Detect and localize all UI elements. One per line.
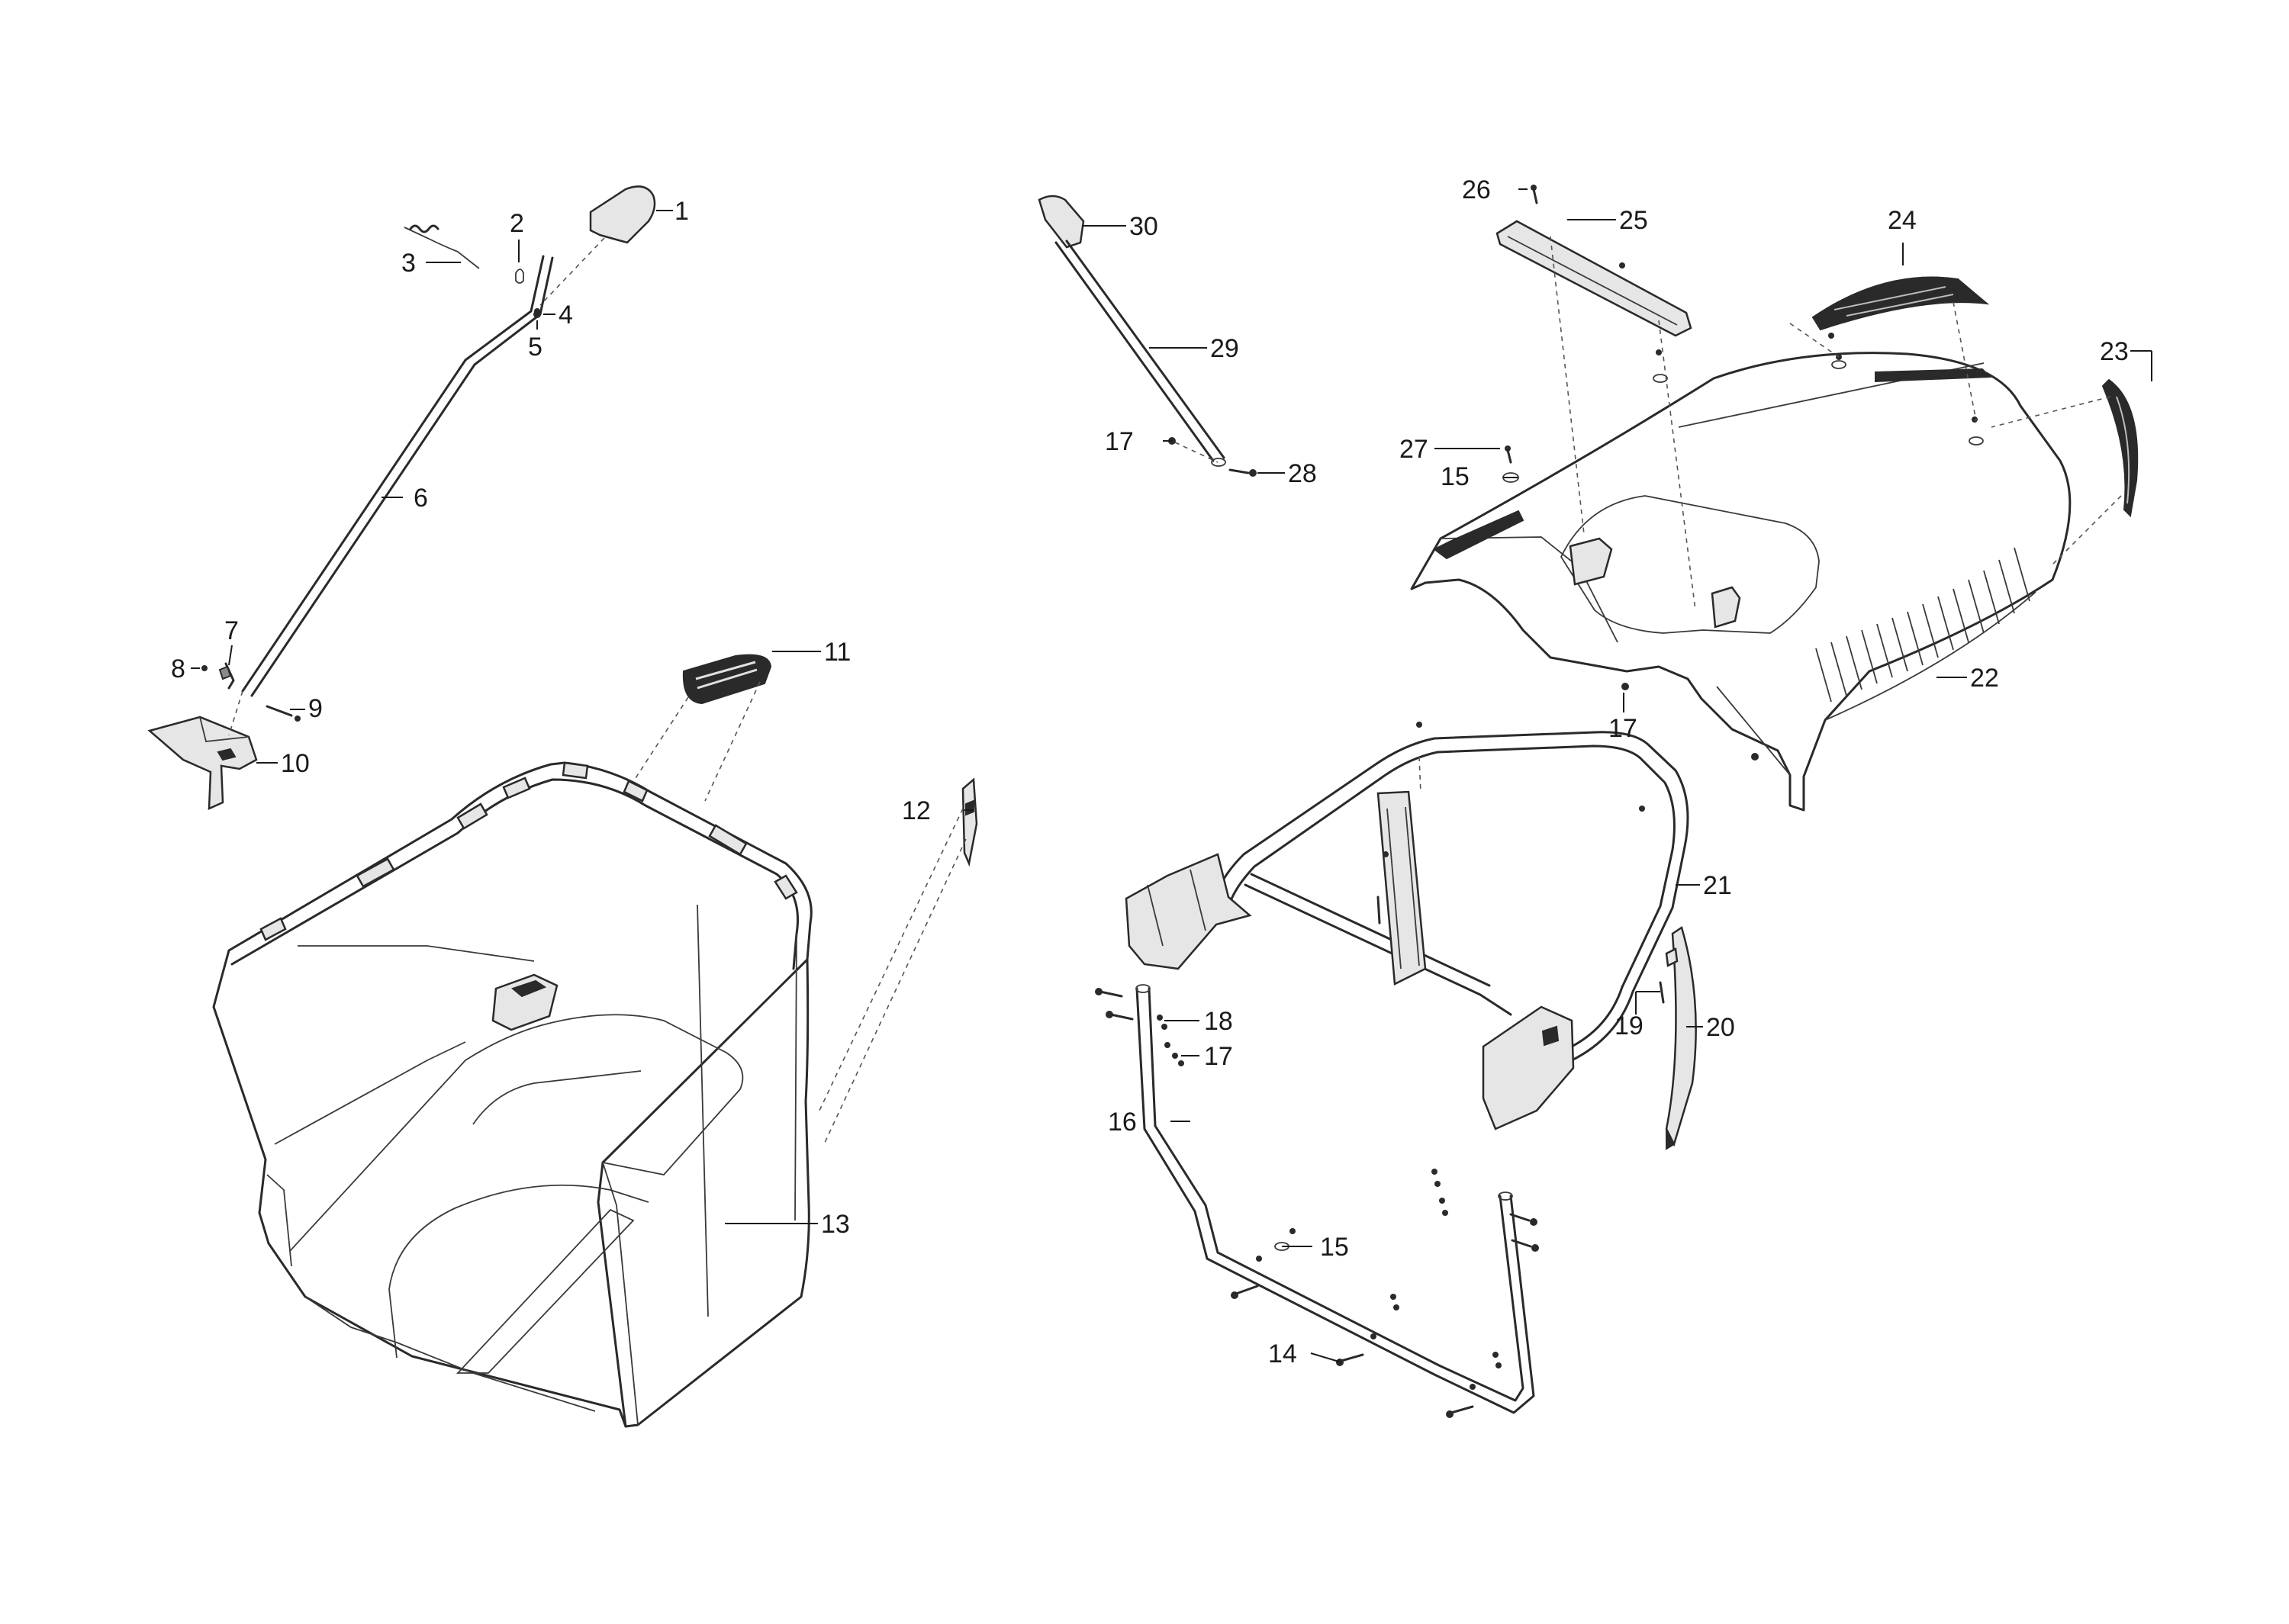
- part-24-rear-flap: [1811, 276, 1990, 331]
- callout-14: 14: [1268, 1339, 1297, 1368]
- callout-leaders: [191, 188, 2152, 1363]
- callout-15-cover: 15: [1441, 462, 1470, 491]
- part-12-side-clip: [961, 777, 978, 867]
- part-9-pin: [266, 705, 301, 722]
- callout-30: 30: [1129, 212, 1158, 241]
- part-2-clip: [515, 269, 524, 284]
- callout-21: 21: [1703, 871, 1732, 900]
- callout-19: 19: [1615, 1011, 1644, 1040]
- callout-25: 25: [1619, 206, 1648, 235]
- part-11-handle-insert: [682, 654, 772, 705]
- cover-vent-slots: [1815, 547, 2030, 703]
- callout-22: 22: [1970, 664, 1999, 693]
- callout-17-cover: 17: [1608, 714, 1637, 743]
- part-17-nuts-frame: [1164, 1042, 1184, 1066]
- callout-labels: 1 2 3 4 5 6 7 8 9 10 11 12 13 14 15 15 1…: [171, 175, 2129, 1368]
- part-19-screw: [1659, 947, 1679, 1004]
- callout-16: 16: [1108, 1108, 1137, 1137]
- part-16-lower-frame: [1135, 984, 1535, 1414]
- part-21-upper-frame: [1125, 722, 1689, 1130]
- callout-24: 24: [1888, 206, 1917, 235]
- part-6-lever-rod: [241, 255, 554, 697]
- callout-7: 7: [224, 616, 239, 645]
- part-26-screw: [1531, 185, 1538, 204]
- callout-23: 23: [2100, 337, 2129, 366]
- part-22-top-cover: [1410, 352, 2072, 812]
- part-20-side-rail: [1665, 926, 1697, 1150]
- part-23-side-flap: [2101, 378, 2139, 518]
- part-13-grass-bag-frame: [212, 761, 813, 1428]
- callout-18: 18: [1204, 1007, 1233, 1036]
- callout-17-tube: 17: [1105, 427, 1134, 456]
- part-17-nut-cover: [1621, 683, 1629, 690]
- callout-10: 10: [281, 749, 310, 778]
- part-4-screw: [533, 310, 541, 318]
- part-10-lever-bracket: [147, 716, 258, 810]
- part-7-spring-clip: [218, 662, 235, 690]
- callout-1: 1: [674, 197, 689, 226]
- part-28-bolt: [1228, 468, 1257, 477]
- callout-17-frame: 17: [1204, 1042, 1233, 1071]
- callout-9: 9: [308, 694, 323, 723]
- part-1-lever-grip: [589, 185, 656, 244]
- callout-2: 2: [510, 209, 524, 238]
- part-29-handle-tube: [1054, 240, 1226, 467]
- callout-20: 20: [1706, 1013, 1735, 1042]
- part-27-screw: [1505, 445, 1512, 464]
- part-8-nut: [201, 665, 208, 671]
- callout-4: 4: [559, 301, 573, 330]
- part-25-cover-strip: [1495, 220, 1692, 337]
- cover-screws: [1619, 262, 1984, 761]
- callout-6: 6: [414, 484, 428, 513]
- part-14-bolts: [1231, 896, 1539, 1418]
- callout-12: 12: [902, 796, 931, 825]
- callout-26: 26: [1462, 175, 1491, 204]
- callout-11: 11: [824, 638, 851, 667]
- part-3-spring: [404, 224, 480, 269]
- callout-8: 8: [171, 654, 185, 683]
- callout-28: 28: [1288, 459, 1317, 488]
- callout-15-frame: 15: [1320, 1233, 1349, 1262]
- part-15-washers-frame: [1274, 1169, 1502, 1368]
- callout-27: 27: [1399, 435, 1428, 464]
- part-18-screws: [1095, 988, 1167, 1030]
- callout-29: 29: [1210, 334, 1239, 363]
- part-30-handle-grip: [1038, 195, 1085, 249]
- callout-3: 3: [401, 249, 416, 278]
- callout-5: 5: [528, 333, 542, 362]
- callout-13: 13: [821, 1210, 850, 1239]
